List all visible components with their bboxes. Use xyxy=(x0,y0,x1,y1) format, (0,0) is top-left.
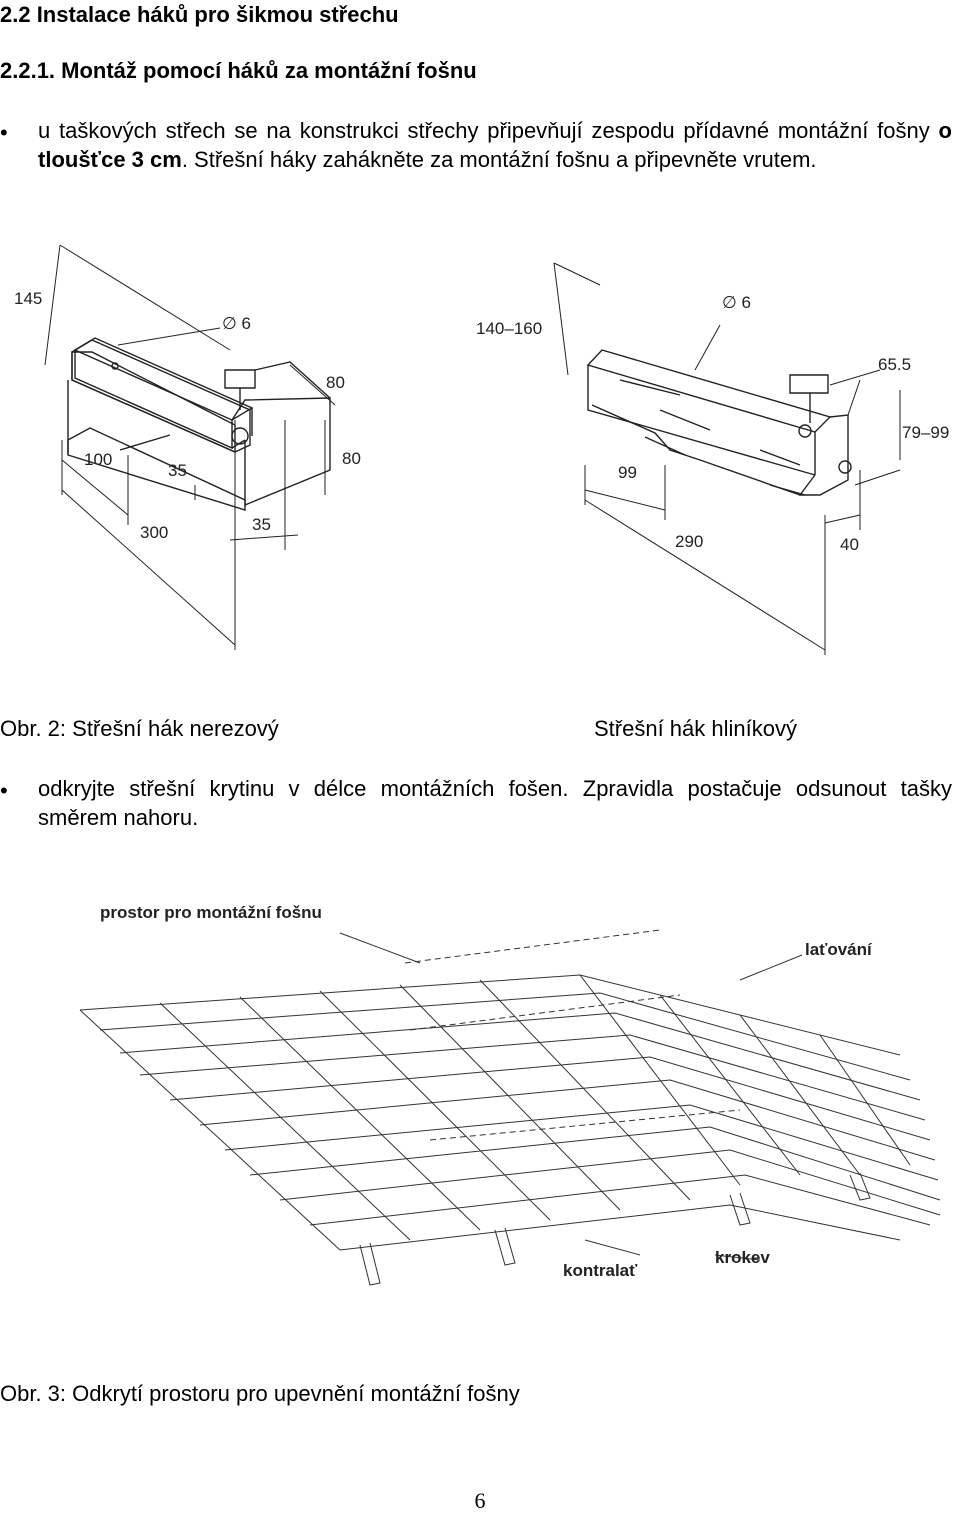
dim-140-160: 140–160 xyxy=(476,319,542,338)
dim-65-5: 65.5 xyxy=(878,355,911,374)
dim-80-right: 80 xyxy=(342,449,361,468)
bullet1-text-b: . Střešní háky zahákněte za montážní foš… xyxy=(181,147,817,172)
dim-300: 300 xyxy=(140,523,168,542)
dim-99: 99 xyxy=(618,463,637,482)
roof-tiles-drawing: prostor pro montážní fošnu laťování krok… xyxy=(40,903,945,1290)
label-krokev: krokev xyxy=(715,1248,770,1267)
dim-d6-left: ∅ 6 xyxy=(222,314,251,333)
dim-290: 290 xyxy=(675,532,703,551)
page-number: 6 xyxy=(474,1488,486,1513)
bullet1-text-a: u taškových střech se na konstrukci stře… xyxy=(38,118,939,143)
bullet-dot: • xyxy=(0,120,8,145)
figure2-caption-left: Obr. 2: Střešní hák nerezový xyxy=(0,716,279,741)
figure3-caption: Obr. 3: Odkrytí prostoru pro upevnění mo… xyxy=(0,1381,520,1406)
label-kontralat: kontralať xyxy=(563,1261,638,1280)
aluminium-hook-drawing: 140–160 ∅ 6 65.5 79–99 99 290 40 xyxy=(476,255,949,660)
label-latovani: laťování xyxy=(805,940,873,959)
bullet-dot: • xyxy=(0,778,8,803)
dim-80-top: 80 xyxy=(326,373,345,392)
bullet1-text-bold: o tloušťce 3 cm xyxy=(38,118,952,172)
dim-35-b: 35 xyxy=(252,515,271,534)
bullet-text-1: u taškových střech se na konstrukci stře… xyxy=(38,116,952,174)
figure2-caption-right: Střešní hák hliníkový xyxy=(594,716,797,741)
dim-145: 145 xyxy=(14,289,42,308)
subsection-heading: 2.2.1. Montáž pomocí háků za montážní fo… xyxy=(0,58,477,83)
bullet-text-2: odkryjte střešní krytinu v délce montážn… xyxy=(38,776,952,830)
dim-79-99: 79–99 xyxy=(902,423,949,442)
stainless-hook-drawing: 145 ∅ 6 80 80 100 35 35 300 xyxy=(14,240,361,660)
dim-40: 40 xyxy=(840,535,859,554)
dim-d6-right: ∅ 6 xyxy=(722,293,751,312)
section-heading: 2.2 Instalace háků pro šikmou střechu xyxy=(0,2,399,27)
dim-100: 100 xyxy=(84,450,112,469)
label-space-for-batten: prostor pro montážní fošnu xyxy=(100,903,322,922)
dim-35-a: 35 xyxy=(168,461,187,480)
